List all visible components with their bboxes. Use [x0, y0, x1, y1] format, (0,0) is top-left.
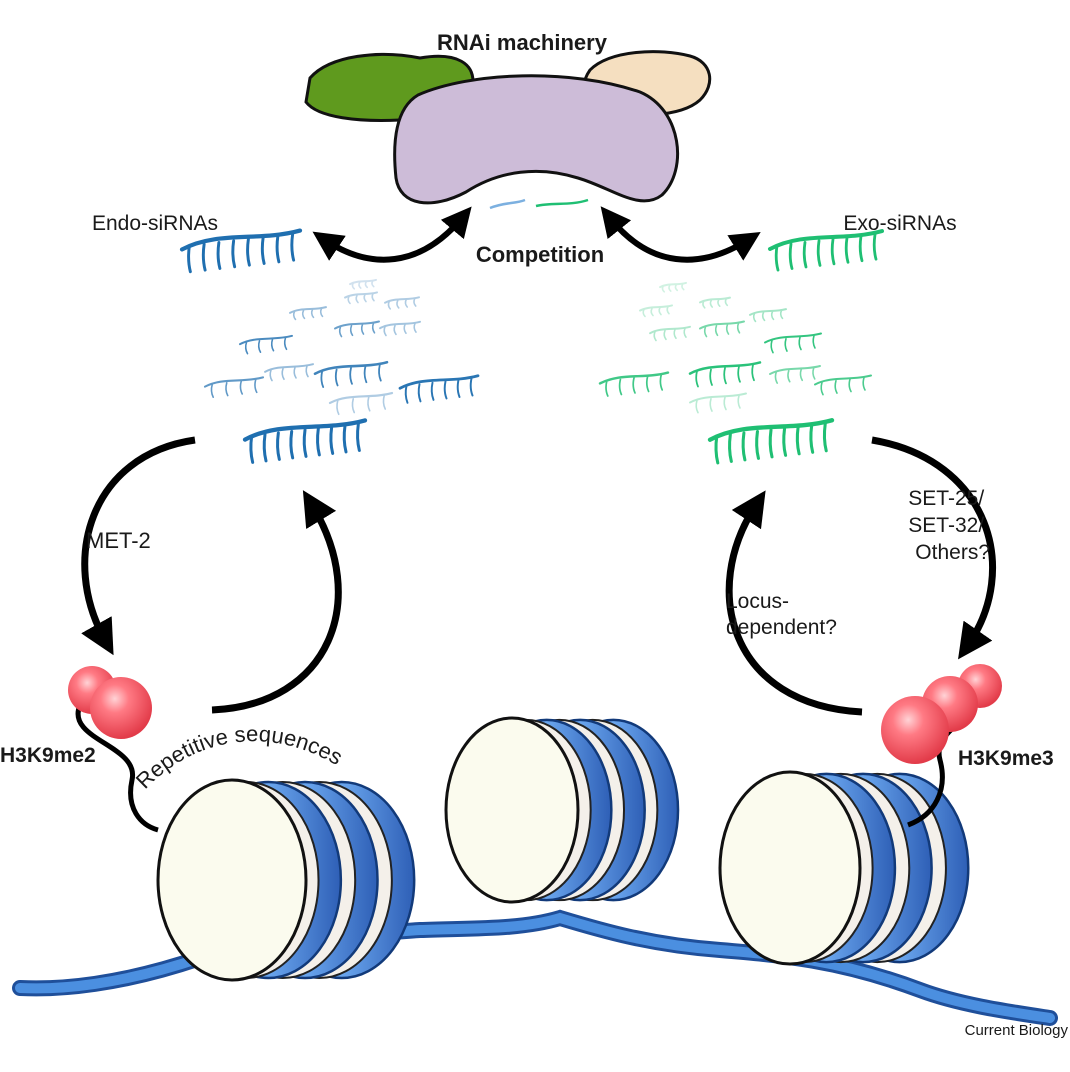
- met2-arrow: [81, 436, 196, 656]
- exo-sirna: [814, 374, 872, 396]
- exo-sirna: [764, 332, 822, 354]
- rnai-purple-core: [393, 74, 680, 205]
- exo-sirna: [699, 296, 731, 309]
- endo-sirna: [398, 374, 480, 404]
- competition-arrow-right: [600, 206, 761, 263]
- locus-dependent-label: Locus- dependent?: [726, 590, 837, 639]
- h3k9me2-label: H3K9me2: [0, 744, 96, 767]
- exo-sirna: [598, 371, 670, 397]
- left-cycle-arrows: [81, 436, 342, 714]
- left-feedback-arrow: [211, 490, 342, 714]
- nucleosome-center: [444, 716, 680, 904]
- exo-sirna: [769, 365, 821, 384]
- endo-sirna: [239, 334, 293, 355]
- endo-sirna: [242, 418, 368, 464]
- endo-sirnas-label: Endo-siRNAs: [92, 212, 218, 235]
- exo-sirna: [689, 392, 747, 414]
- exo-sirna-pool: [598, 229, 884, 465]
- endo-sirna: [289, 306, 327, 321]
- endo-sirna: [384, 296, 420, 310]
- competition-arrow-left: [312, 206, 472, 263]
- endo-sirna: [344, 291, 378, 305]
- exo-sirna: [699, 320, 745, 338]
- endo-sirna: [264, 363, 314, 382]
- left-histone-tail: [68, 666, 159, 833]
- nucleosome-array: [156, 716, 970, 982]
- exo-sirna: [649, 325, 691, 342]
- right-histone-tail: [881, 664, 1002, 828]
- endo-sirna: [313, 360, 389, 388]
- set-enzymes-label: SET-25/ SET-32/ Others?: [908, 487, 990, 564]
- right-cycle-arrows: [725, 436, 997, 716]
- endo-sirna: [179, 228, 303, 274]
- exo-sirna: [768, 229, 884, 272]
- rnai-machinery-label: RNAi machinery: [437, 30, 608, 55]
- endo-sirna-pool: [179, 228, 480, 464]
- endo-sirna: [328, 391, 394, 416]
- endo-sirna: [349, 278, 377, 290]
- bound-sirnas: [489, 198, 589, 210]
- rnai-machinery-complex: RNAi machinery: [304, 30, 712, 205]
- h3k9me3-methyl-group-3: [881, 696, 949, 764]
- set-enzymes-arrow: [871, 436, 997, 660]
- endo-sirna: [334, 320, 380, 338]
- nucleosome-left: [156, 778, 416, 982]
- credit-label: Current Biology: [965, 1022, 1069, 1039]
- nucleosome-right: [718, 770, 970, 966]
- competition-label: Competition: [476, 242, 604, 267]
- h3k9me3-label: H3K9me3: [958, 747, 1054, 770]
- exo-sirnas-label: Exo-siRNAs: [843, 212, 956, 235]
- h3k9me2-methyl-group-2: [90, 677, 152, 739]
- exo-sirna: [749, 308, 787, 323]
- met2-label: MET-2: [86, 528, 151, 553]
- right-feedback-arrow: [725, 490, 863, 716]
- exo-sirna: [707, 418, 835, 465]
- exo-sirna: [659, 281, 687, 293]
- endo-sirna: [379, 320, 421, 337]
- endo-sirna: [203, 376, 265, 398]
- exo-sirna: [688, 361, 762, 388]
- exo-sirna: [639, 304, 673, 318]
- competition-arrows: [312, 206, 761, 263]
